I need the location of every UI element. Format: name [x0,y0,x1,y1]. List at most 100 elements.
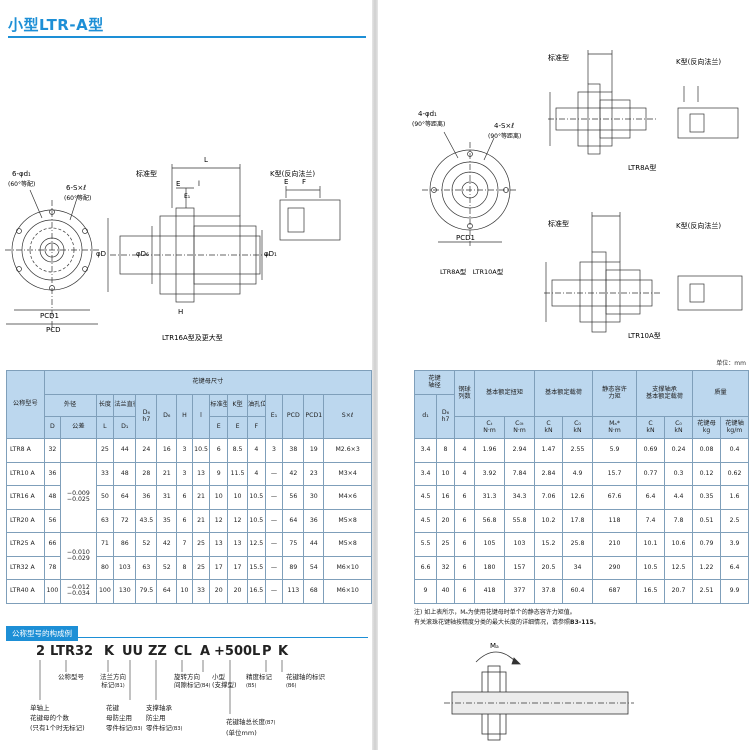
cell-tol [60,438,97,463]
th-tol: 公差 [60,416,97,439]
cell-D: 66 [43,532,62,557]
label-standard: 标准型 [136,169,157,178]
cell-H: 6 [176,508,193,533]
th-balls: 钢球 列数 [454,370,475,417]
cell-E: 13 [209,532,229,557]
note-line-2: 有关滚珠花键轴按精度分类的最大长度的详细情况，请参照B3-115。 [414,619,600,626]
cell-d: 6.6 [414,555,437,580]
th-PCD: PCD [282,394,305,439]
cell-H: 10 [176,579,193,604]
cell-c: 37.8 [534,579,563,604]
cell-c0: 12.6 [562,485,593,510]
th-E1: E₁ [264,394,284,439]
cell-D1: 72 [113,508,137,533]
cell-E1: — [264,555,284,580]
cell-balls: 6 [454,579,475,604]
cell-nut: 0.08 [692,438,721,463]
cell-balls: 6 [454,532,475,557]
label-pcd1-right: PCD1 [456,234,475,242]
cell-D1: 44 [113,438,137,463]
dim-E1: E₁ [184,193,191,200]
cell-model: LTR20 A [6,508,45,533]
th-S: S×ℓ [323,394,372,439]
cell-bc: 6.4 [636,485,665,510]
cell-F: 4 [246,461,266,486]
cell-PCD1: 23 [303,461,325,486]
label-holes-a-right: 4-φd₁ [418,110,437,118]
cell-S: M5×8 [323,532,372,557]
cell-Ds: 36 [135,485,158,510]
cell-c: 7.06 [534,485,563,510]
cell-dh: 25 [436,532,455,557]
cell-ma: 210 [592,532,637,557]
cell-Dsub: 42 [156,532,178,557]
th-l: l [191,394,211,439]
code-part-type: A [200,644,211,659]
cell-ct: 3.92 [474,461,505,486]
label-rotation-clearance: 旋转方向 间隙标记(B4) [174,673,211,689]
cell-E1: — [264,579,284,604]
cell-nut: 1.22 [692,555,721,580]
cell-bc: 7.4 [636,508,665,533]
label-pcd1: PCD1 [40,312,59,320]
note-page-ref: B3-115 [570,619,594,626]
label-standard-top: 标准型 [548,53,569,62]
th-H: H [176,394,193,439]
cell-H: 8 [176,555,193,580]
dim-l: l [198,180,200,188]
cell-c: 20.5 [534,555,563,580]
cell-c0t: 34.3 [504,485,535,510]
code-part-nut-seal: UU [122,644,144,659]
th-mass: 质量 [692,370,749,417]
cell-L: 71 [95,532,115,557]
composition-rule [6,637,368,638]
cell-E: 17 [209,555,229,580]
cell-Ek: 12 [227,508,248,533]
th-PCD1: PCD1 [303,394,325,439]
cell-Ds: 63 [135,555,158,580]
cell-PCD: 64 [282,508,305,533]
cell-d: 3.4 [414,461,437,486]
label-nut-seal: 花键 母防尘用 零件标记(B3) [106,704,143,732]
label-k-bottom: K型(反向法兰) [676,221,721,230]
cell-E1: — [264,485,284,510]
th-torque: 基本额定扭矩 [474,370,535,417]
label-holes-b-right: 4-S×ℓ [494,122,514,130]
cell-Dsub: 21 [156,461,178,486]
cell-bc: 10.1 [636,532,665,557]
cell-l: 21 [191,485,211,510]
th-spline-dia: 花键 轴径 [414,370,455,395]
cell-PCD1: 30 [303,485,325,510]
cell-Ds: 24 [135,438,158,463]
cell-bc0: 20.7 [664,579,693,604]
cell-Ek: 10 [227,485,248,510]
th-D: D [43,416,62,439]
dim-L: L [204,156,208,164]
cell-l: 25 [191,555,211,580]
label-holes-a: 6-φd₁ [12,170,31,178]
cell-c: 15.2 [534,532,563,557]
note-line-1: 注) 如上表所示，Mₐ为使用花键母时单个的静态容许力矩值。 [414,609,576,616]
cell-S: M6×10 [323,579,372,604]
code-part-model: LTR32 [50,644,94,659]
cell-nut: 0.35 [692,485,721,510]
label-flange-dir: 法兰方向 标记(B1) [100,673,126,689]
dim-H: H [178,308,183,316]
cell-ma: 687 [592,579,637,604]
cell-model: LTR8 A [6,438,45,463]
cell-c: 1.47 [534,438,563,463]
cell-PCD: 42 [282,461,305,486]
cell-c: 2.84 [534,461,563,486]
cell-dh: 40 [436,579,455,604]
cell-E1: — [264,508,284,533]
cell-PCD: 89 [282,555,305,580]
cell-PCD1: 19 [303,438,325,463]
